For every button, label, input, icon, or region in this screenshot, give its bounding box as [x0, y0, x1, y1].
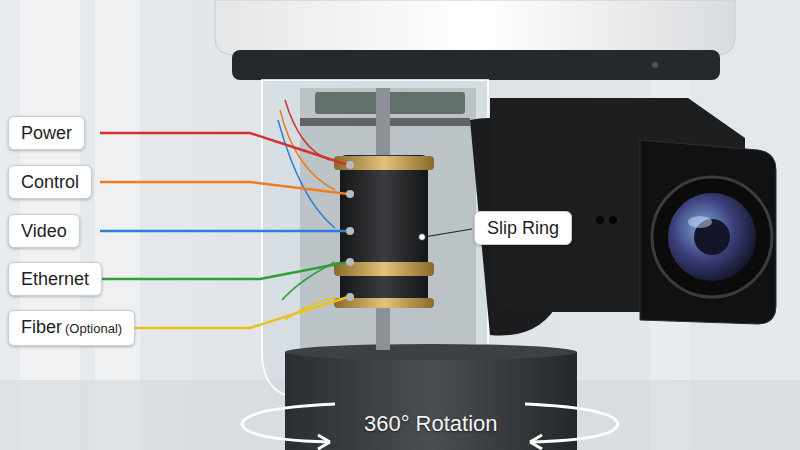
label-text: Ethernet: [21, 269, 89, 289]
signal-label-box: Video: [8, 214, 80, 248]
signal-label-box: Ethernet: [8, 262, 102, 296]
connector-pin: [346, 190, 354, 198]
connector-pin: [346, 258, 354, 266]
internal-wire: [278, 120, 335, 228]
lens-highlight: [688, 216, 712, 228]
label-text: Control: [21, 172, 79, 192]
base-top: [285, 344, 577, 360]
label-text: Fiber: [21, 317, 62, 337]
label-text: Power: [21, 123, 72, 143]
sensor-hole: [596, 216, 604, 224]
power-wire: [100, 133, 348, 165]
collar: [232, 50, 720, 80]
callout-box: Slip Ring: [474, 211, 572, 245]
leader-line: [424, 229, 472, 237]
signal-label-box: Control: [8, 165, 92, 199]
slip-ring-body: [340, 155, 428, 307]
lens-hood: [640, 140, 776, 324]
inner-plate: [300, 88, 476, 388]
note-text: (Optional): [65, 321, 122, 336]
screw: [652, 62, 658, 68]
leader-dot: [419, 234, 426, 241]
lens-barrel: [652, 177, 772, 297]
internal-wire: [280, 110, 335, 190]
label-text: Video: [21, 221, 67, 241]
connector-pin: [346, 227, 354, 235]
rotating-base: [285, 352, 577, 450]
arrow-head: [318, 435, 330, 449]
video-wire: [100, 230, 348, 233]
connector-pin: [346, 293, 354, 301]
signal-label-box: Fiber(Optional): [8, 310, 135, 346]
connector-pin: [346, 161, 354, 169]
gold-ring: [334, 156, 434, 170]
ethernet-wire: [100, 262, 348, 279]
top-housing: [215, 0, 735, 55]
sensor-hole: [609, 216, 617, 224]
signal-label-box: Power: [8, 116, 85, 150]
lens-glass: [668, 193, 756, 281]
arrow-head: [530, 435, 542, 449]
rotation-label: 360° Rotation: [364, 411, 498, 437]
label-text: Slip Ring: [487, 218, 559, 238]
internal-wire: [282, 262, 335, 300]
control-wire: [100, 182, 348, 194]
fiber-wire: [100, 297, 348, 328]
